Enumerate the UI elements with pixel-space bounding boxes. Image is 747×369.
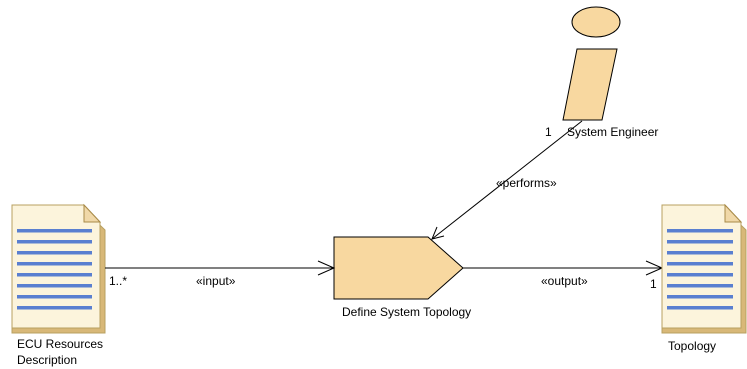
output-label: «output»: [541, 274, 588, 288]
input-label: «input»: [196, 274, 236, 288]
edge-output: [463, 260, 664, 276]
role-head-icon: [571, 6, 621, 38]
output-document-icon[interactable]: [661, 203, 747, 334]
performs-label: «performs»: [496, 176, 557, 190]
output-document-label: Topology: [668, 339, 716, 353]
input-document-label-line2: Description: [17, 353, 77, 367]
input-document-label-line1: ECU Resources: [17, 337, 103, 351]
input-multiplicity: 1..*: [109, 274, 127, 288]
role-label: System Engineer: [567, 125, 658, 139]
input-document-icon[interactable]: [11, 203, 106, 334]
edge-performs: [431, 120, 583, 240]
role-multiplicity: 1: [545, 125, 552, 139]
role-body-icon: [562, 48, 618, 121]
task-label: Define System Topology: [342, 305, 471, 319]
task-define-system-topology-icon[interactable]: [333, 236, 464, 300]
output-multiplicity: 1: [650, 277, 657, 291]
role-system-engineer[interactable]: [562, 6, 621, 121]
edge-input: [105, 260, 336, 276]
